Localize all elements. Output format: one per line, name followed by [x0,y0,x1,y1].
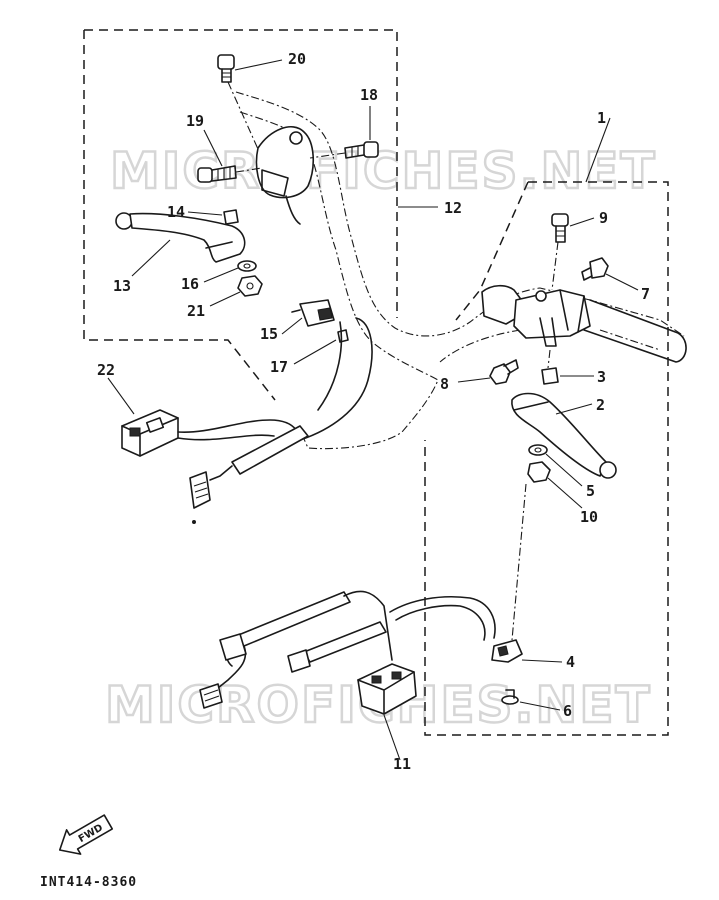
screw-17 [337,329,349,343]
callout-5: 5 [586,482,595,500]
bolt-18 [344,141,379,159]
switch-22 [121,409,179,457]
callout-10: 10 [580,508,598,526]
leader-2 [555,403,593,415]
washer-16 [237,260,257,272]
leader-10 [547,477,583,509]
leader-4 [521,659,563,663]
nut-21 [237,275,263,297]
collar-3 [541,367,559,385]
axis-bolt-9 [551,241,559,291]
fwd-arrow-icon: FWD [58,814,114,855]
leader-21 [209,291,241,307]
screw-6 [501,689,519,705]
clutch-switch-wire [299,317,373,441]
axis-bolt-18 [309,152,346,159]
axis-collar-3 [547,349,551,369]
bolt-7 [581,257,609,281]
callout-2: 2 [596,396,605,414]
brake-switch-4 [491,639,523,663]
callout-15: 15 [260,325,278,343]
collar-14 [223,209,239,225]
callout-9: 9 [599,209,608,227]
dot-mark [192,520,196,524]
callout-19: 19 [186,112,204,130]
clutch-switch-15 [291,299,335,327]
callout-22: 22 [97,361,115,379]
leader-9 [569,217,595,227]
leader-8 [457,377,491,383]
washer-5 [528,444,548,456]
leader-19 [203,129,223,167]
axis-bolt-19 [235,167,263,173]
leader-13 [131,239,171,277]
brake-lever-2 [511,392,617,479]
leader-15 [281,317,303,335]
left-assembly-boundary [83,29,398,401]
callout-7: 7 [641,285,650,303]
callout-16: 16 [181,275,199,293]
bolt-9 [551,213,569,243]
leader-7 [605,273,639,291]
nut-10 [527,461,551,483]
leader-1 [585,117,611,183]
drawing-code: INT414-8360 [40,875,137,890]
clutch-lever-bracket [255,126,314,225]
callout-4: 4 [566,653,575,671]
bolt-19 [197,165,237,183]
callout-3: 3 [597,368,606,386]
right-grip [583,299,687,363]
bolt-20 [217,54,235,83]
right-assembly-boundary [424,181,669,736]
leader-14 [187,211,223,216]
clutch-lever-13 [115,212,246,263]
axis-brake-pivot [511,483,527,641]
callout-14: 14 [167,203,185,221]
callout-17: 17 [270,358,288,376]
callout-13: 13 [113,277,131,295]
leader-5 [545,453,583,487]
callout-20: 20 [288,50,306,68]
left-switch-harness [177,419,309,509]
callout-21: 21 [187,302,205,320]
switch-11 [357,663,417,715]
callout-8: 8 [440,375,449,393]
leader-11 [383,714,401,761]
leader-16 [203,267,239,283]
watermark-upper: MICROFICHES.NET [110,142,657,200]
right-switch-harness [199,590,496,709]
callout-12: 12 [444,199,462,217]
leader-17 [293,339,337,365]
leader-22 [107,377,135,415]
callout-11: 11 [393,755,411,773]
leader-20 [234,59,283,71]
callout-18: 18 [360,86,378,104]
callout-6: 6 [563,702,572,720]
brake-master-cylinder [481,284,591,347]
axis-bolt-20 [227,81,263,159]
bolt-8 [489,359,519,385]
leader-6 [519,701,561,711]
callout-1: 1 [597,109,606,127]
